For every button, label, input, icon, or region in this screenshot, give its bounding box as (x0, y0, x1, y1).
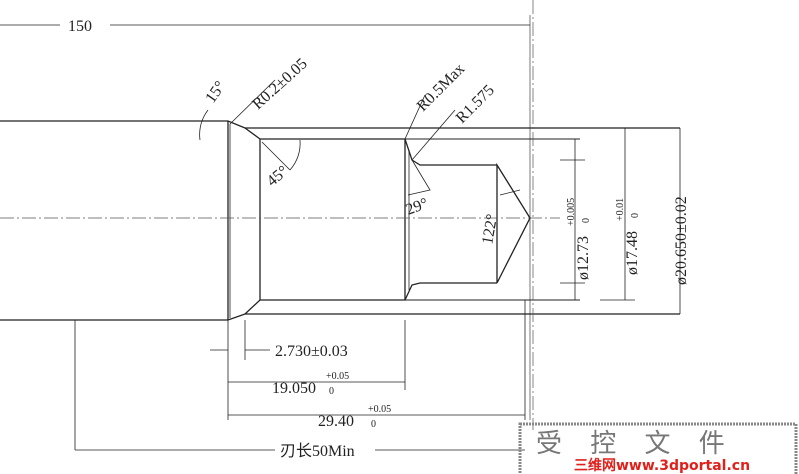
svg-text:+0.01: +0.01 (615, 198, 626, 221)
part-outline (0, 120, 680, 321)
svg-text:0: 0 (329, 386, 334, 397)
dim-cutting-length: 刃长50Min (280, 442, 355, 460)
svg-text:0: 0 (581, 218, 592, 223)
svg-text:ø12.73: ø12.73 (575, 236, 592, 280)
dim-chamfer-45: 45° (264, 163, 292, 190)
svg-text:0: 0 (371, 419, 376, 430)
dim-len-step: 19.050 +0.05 0 (272, 371, 349, 397)
dim-dia-outer: ø20.650±0.02 (673, 196, 690, 285)
controlled-document-stamp: 受 控 文 件 三维网www.3dportal.cn (518, 422, 798, 474)
dim-radius-step: R1.575 (453, 82, 498, 127)
svg-text:0: 0 (630, 213, 641, 218)
svg-text:+0.005: +0.005 (566, 198, 577, 226)
dim-chamfer-angle: 15° (202, 78, 229, 106)
svg-text:+0.05: +0.05 (326, 371, 349, 382)
dim-corner-radius: R0.2±0.05 (249, 55, 311, 113)
svg-text:+0.05: +0.05 (368, 404, 391, 415)
dim-dia-small: ø12.73 +0.005 0 (566, 198, 592, 280)
dim-overall-length: 150 (68, 18, 92, 35)
dim-angle-29: 29° (404, 195, 431, 219)
svg-text:19.050: 19.050 (272, 380, 316, 397)
stamp-text: 受 控 文 件 (536, 429, 735, 459)
dim-len-chamfer: 2.730±0.03 (275, 343, 348, 360)
centerlines (0, 0, 560, 430)
dim-len-bore: 29.40 +0.05 0 (318, 404, 391, 430)
svg-text:ø17.48: ø17.48 (624, 231, 641, 275)
svg-text:29.40: 29.40 (318, 413, 354, 430)
dimension-lines (0, 15, 681, 451)
dim-drill-point-angle: 122° (479, 213, 501, 246)
dim-dia-mid: ø17.48 +0.01 0 (615, 198, 641, 275)
watermark-text: 三维网www.3dportal.cn (574, 457, 750, 474)
